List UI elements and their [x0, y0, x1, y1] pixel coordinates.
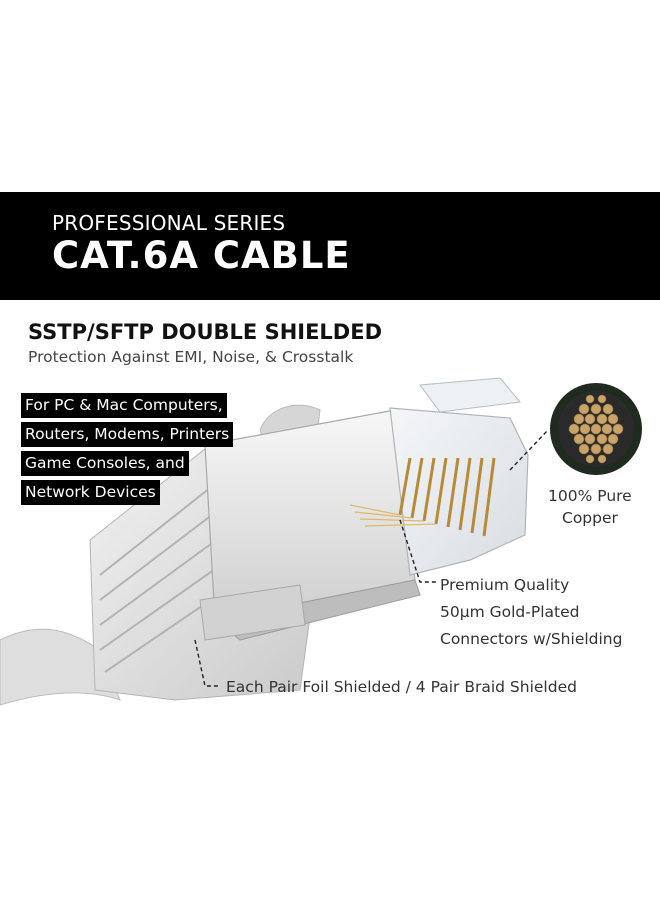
clear-connector-body: [389, 407, 529, 576]
feature-item: Network Devices: [21, 480, 160, 505]
feature-item: For PC & Mac Computers,: [21, 393, 227, 418]
gold-pins: [398, 457, 496, 537]
shielding-headline: SSTP/SFTP DOUBLE SHIELDED: [28, 320, 383, 344]
leader-lines: [194, 429, 549, 687]
feature-item: Routers, Modems, Printers: [21, 422, 234, 447]
copper-callout-line2: Copper: [562, 509, 618, 527]
title-banner: [0, 192, 660, 300]
feature-item: Game Consoles, and: [21, 451, 189, 476]
connector-callout-line2: 50µm Gold-Plated: [440, 603, 580, 621]
copper-callout-line1: 100% Pure: [548, 487, 632, 505]
protection-subtitle: Protection Against EMI, Noise, & Crossta…: [28, 348, 354, 366]
cable-jacket: [0, 628, 121, 706]
connector-callout-line3: Connectors w/Shielding: [440, 630, 623, 648]
series-label: PROFESSIONAL SERIES: [52, 211, 286, 235]
copper-strands: [568, 394, 624, 464]
shielding-callout: Each Pair Foil Shielded / 4 Pair Braid S…: [226, 678, 577, 696]
product-title: CAT.6A CABLE: [52, 234, 351, 277]
connector-callout-line1: Premium Quality: [440, 576, 570, 594]
